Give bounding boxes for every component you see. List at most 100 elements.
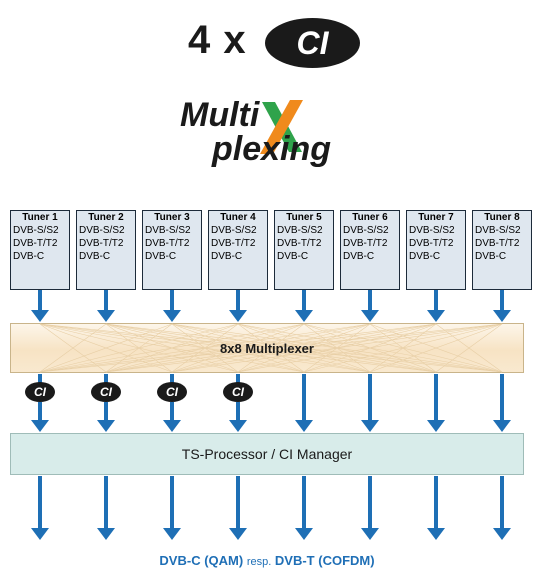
tuner-standard: DVB-T/T2 xyxy=(475,238,520,249)
ci-count-logo: 4 x CI xyxy=(0,16,534,72)
mux-to-ts-arrow xyxy=(427,374,445,432)
ci-count: 4 x xyxy=(188,18,247,62)
output-separator: resp. xyxy=(246,556,272,568)
tuner-to-mux-arrow xyxy=(229,290,247,322)
mux-crossing-line xyxy=(105,323,503,373)
output-qam: DVB-C (QAM) xyxy=(159,553,244,568)
tuner-title: Tuner 6 xyxy=(352,212,388,223)
tuner-standard: DVB-T/T2 xyxy=(13,238,58,249)
mux-crossing-line xyxy=(171,323,503,373)
ci-to-ts-arrow xyxy=(97,402,115,432)
multiplexer-block: 8x8 Multiplexer xyxy=(10,323,524,373)
ci-to-ts-arrow xyxy=(31,402,49,432)
multiplexing-logo: Multi plexing xyxy=(180,96,331,168)
tuner-standard: DVB-S/S2 xyxy=(145,225,191,236)
ci-to-ts-arrow xyxy=(229,402,247,432)
tuner-title: Tuner 1 xyxy=(22,212,58,223)
tuner-standard: DVB-S/S2 xyxy=(277,225,323,236)
output-cofdm: DVB-T (COFDM) xyxy=(274,553,375,568)
tuner-to-mux-arrow xyxy=(31,290,49,322)
tuner-title: Tuner 5 xyxy=(286,212,322,223)
tuner-standard: DVB-C xyxy=(79,251,111,262)
mux-crossing-line xyxy=(39,323,239,373)
multiplexer-label: 8x8 Multiplexer xyxy=(220,341,314,356)
tuner-standard: DVB-C xyxy=(13,251,45,262)
tuner-to-mux-arrow xyxy=(361,290,379,322)
mux-crossing-line xyxy=(303,323,503,373)
mux-to-ts-arrow xyxy=(295,374,313,432)
tuner-title: Tuner 4 xyxy=(220,212,256,223)
ci-module-label: CI xyxy=(34,385,46,399)
tuner-to-mux-arrow xyxy=(163,290,181,322)
output-arrow xyxy=(229,476,247,540)
ci-module-label: CI xyxy=(100,385,112,399)
tuner-standard: DVB-S/S2 xyxy=(343,225,389,236)
mux-crossing-line xyxy=(39,323,503,373)
ci-module-badge: CI xyxy=(25,382,55,402)
mux-crossing-line xyxy=(39,323,371,373)
ts-processor-block: TS-Processor / CI Manager xyxy=(10,433,524,475)
ci-module-badge: CI xyxy=(91,382,121,402)
output-arrow xyxy=(163,476,181,540)
logo-x-orange xyxy=(260,100,303,154)
output-arrow xyxy=(31,476,49,540)
multiplexer-crossing-lines xyxy=(39,323,503,373)
ci-module-label: CI xyxy=(166,385,178,399)
output-caption: DVB-C (QAM) resp. DVB-T (COFDM) xyxy=(0,553,534,568)
tuner-to-mux-arrow xyxy=(493,290,511,322)
tuner-standard: DVB-C xyxy=(409,251,441,262)
ci-logo-text: CI xyxy=(296,25,329,61)
ci-module-badge: CI xyxy=(157,382,187,402)
ci-module-label: CI xyxy=(232,385,244,399)
logo-line1: Multi xyxy=(180,96,261,134)
mux-crossing-line xyxy=(237,323,503,373)
tuner-standard: DVB-T/T2 xyxy=(79,238,124,249)
tuner-standard: DVB-S/S2 xyxy=(475,225,521,236)
mux-to-ts-arrow xyxy=(493,374,511,432)
mux-crossing-line xyxy=(435,323,503,373)
tuner-standard: DVB-T/T2 xyxy=(409,238,454,249)
tuner-standard: DVB-T/T2 xyxy=(211,238,256,249)
tuner-standard: DVB-T/T2 xyxy=(145,238,190,249)
ci-logo-badge: CI xyxy=(265,18,360,68)
logo-line2: plexing xyxy=(211,130,331,168)
tuner-standard: DVB-C xyxy=(145,251,177,262)
tuner-standard: DVB-S/S2 xyxy=(13,225,59,236)
tuner-standard: DVB-T/T2 xyxy=(343,238,388,249)
tuner-standard: DVB-S/S2 xyxy=(79,225,125,236)
mux-crossing-line xyxy=(39,323,107,373)
tuner-title: Tuner 7 xyxy=(418,212,454,223)
tuner-standard: DVB-C xyxy=(211,251,243,262)
ci-module-badge: CI xyxy=(223,382,253,402)
tuner-standard: DVB-C xyxy=(277,251,309,262)
mux-to-ts-arrow xyxy=(361,374,379,432)
ci-to-ts-arrow xyxy=(163,402,181,432)
mux-crossing-line xyxy=(39,323,437,373)
mux-crossing-line xyxy=(39,323,305,373)
tuner-standard: DVB-C xyxy=(475,251,507,262)
mux-crossing-line xyxy=(369,323,503,373)
output-arrow xyxy=(361,476,379,540)
output-arrow xyxy=(493,476,511,540)
tuner-to-mux-arrow xyxy=(295,290,313,322)
tuner-title: Tuner 3 xyxy=(154,212,190,223)
ts-processor-label: TS-Processor / CI Manager xyxy=(181,446,353,462)
tuner-title: Tuner 8 xyxy=(484,212,520,223)
tuner-to-mux-arrow xyxy=(97,290,115,322)
tuner-standard: DVB-S/S2 xyxy=(211,225,257,236)
output-arrow xyxy=(97,476,115,540)
tuner-standard: DVB-C xyxy=(343,251,375,262)
tuner-standard: DVB-T/T2 xyxy=(277,238,322,249)
output-arrow xyxy=(427,476,445,540)
mux-crossing-line xyxy=(39,323,173,373)
tuner-standard: DVB-S/S2 xyxy=(409,225,455,236)
